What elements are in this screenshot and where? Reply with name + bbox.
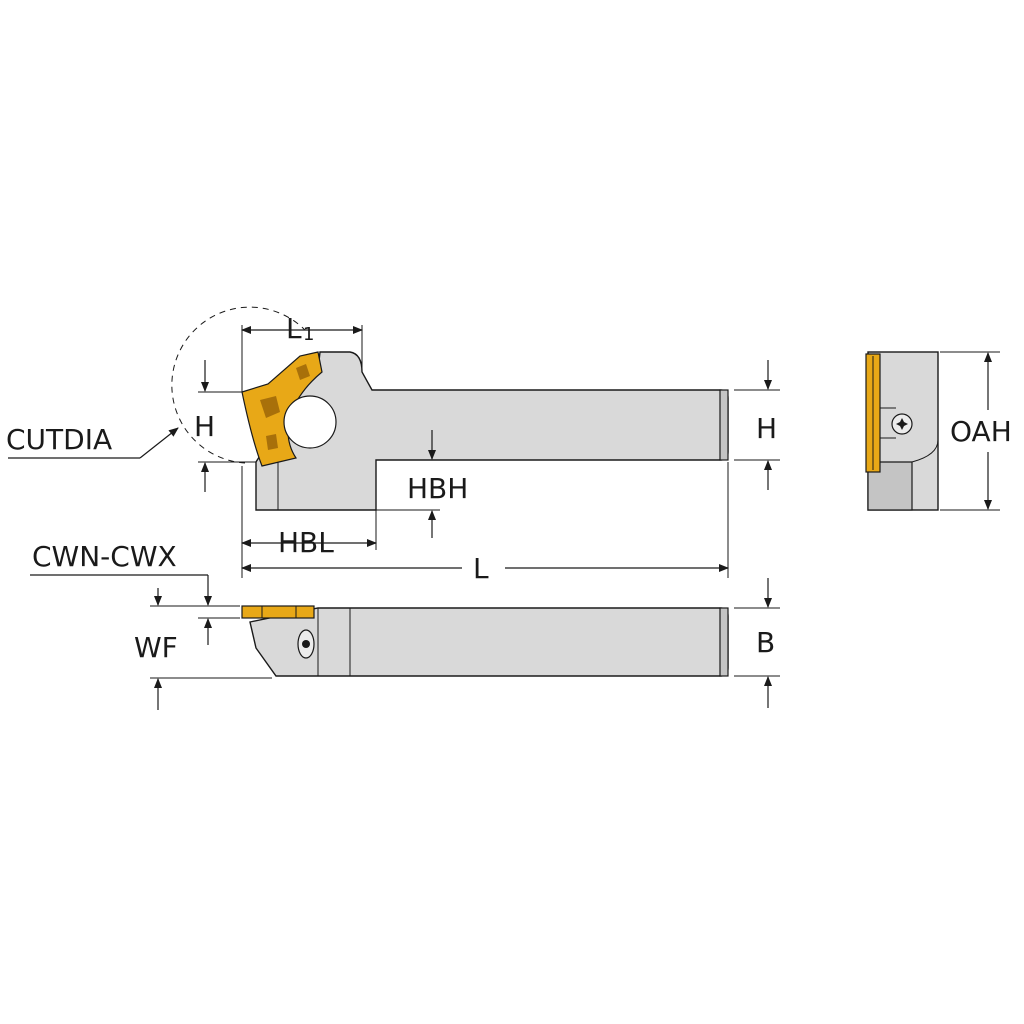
label-l1-subscript: 1 — [303, 324, 314, 345]
shank-end-face — [719, 389, 729, 461]
label-h-right: H — [756, 412, 777, 445]
cutting-insert — [241, 351, 337, 467]
label-hbl: HBL — [278, 526, 334, 559]
plan-view — [30, 574, 780, 710]
cutdia-circle — [171, 306, 306, 464]
label-l: L — [473, 552, 489, 585]
label-l1: L — [286, 312, 302, 345]
side-view — [8, 306, 780, 578]
label-cutdia: CUTDIA — [6, 423, 112, 456]
label-oah: OAH — [950, 415, 1012, 448]
plan-shank-body — [249, 607, 729, 677]
plan-insert — [241, 605, 315, 619]
label-b: B — [756, 626, 775, 659]
label-wf: WF — [134, 631, 178, 664]
end-view — [865, 351, 1000, 511]
label-cwn-cwx: CWN-CWX — [32, 540, 177, 573]
label-h-left: H — [194, 410, 215, 443]
label-hbh: HBH — [407, 472, 468, 505]
